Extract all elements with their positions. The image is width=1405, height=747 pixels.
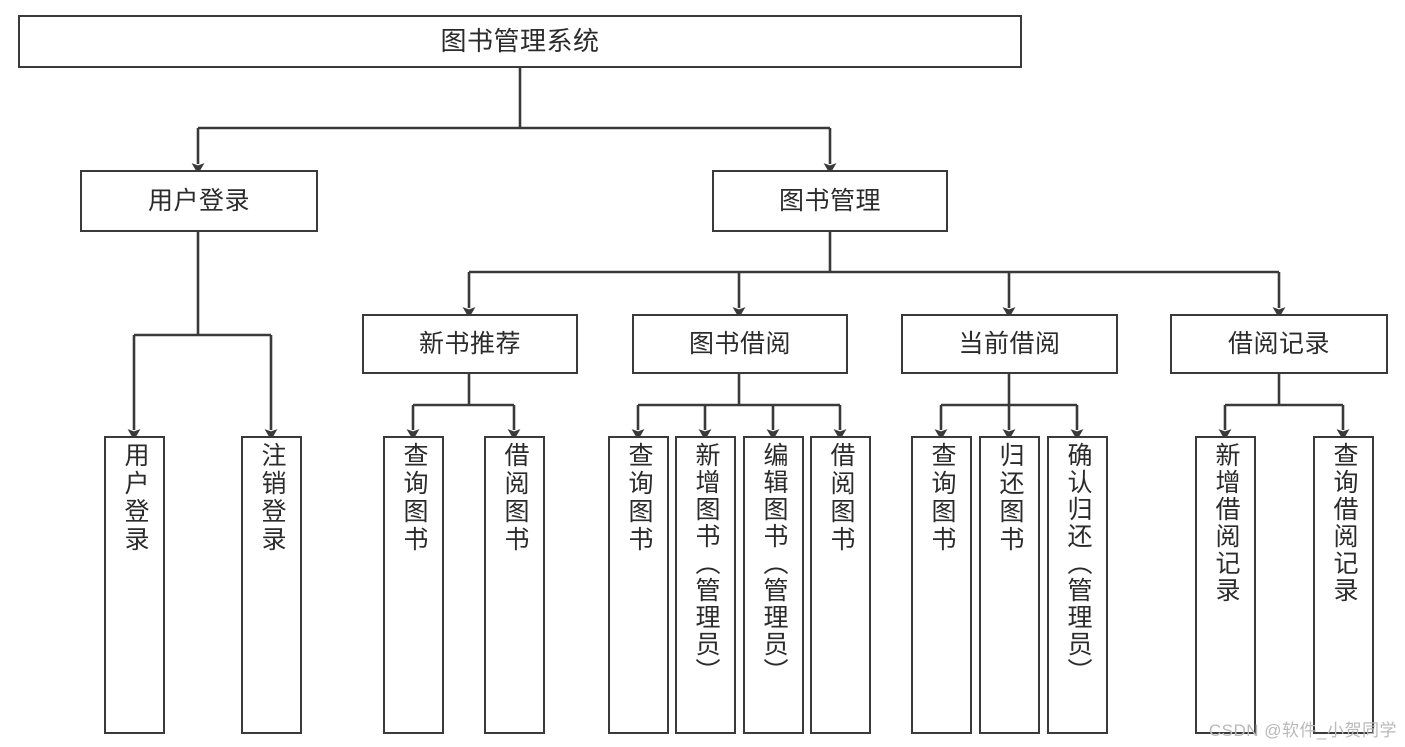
node-book-borrow-label: 图书借阅 <box>688 329 791 358</box>
node-leaf-edit-book[interactable]: 编辑图书（管理员） <box>743 436 804 734</box>
node-leaf-borrow-book-2-label: 借阅图书 <box>827 442 855 554</box>
node-leaf-borrow-book-1[interactable]: 借阅图书 <box>484 436 545 734</box>
node-leaf-query-book-2[interactable]: 查询图书 <box>608 436 669 734</box>
node-new-book-recommend[interactable]: 新书推荐 <box>362 314 578 374</box>
node-book-manage-label: 图书管理 <box>778 186 881 215</box>
node-borrow-record[interactable]: 借阅记录 <box>1170 314 1388 374</box>
node-leaf-borrow-book-1-label: 借阅图书 <box>501 442 529 554</box>
node-leaf-return-book[interactable]: 归还图书 <box>979 436 1040 734</box>
node-leaf-query-book-2-label: 查询图书 <box>625 442 653 554</box>
node-leaf-user-login-label: 用户登录 <box>121 442 149 554</box>
node-borrow-record-label: 借阅记录 <box>1227 329 1330 358</box>
node-leaf-query-book-1-label: 查询图书 <box>400 442 428 554</box>
node-leaf-user-logout-label: 注销登录 <box>258 442 286 554</box>
node-leaf-query-book-3[interactable]: 查询图书 <box>911 436 972 734</box>
node-user-login[interactable]: 用户登录 <box>80 170 318 232</box>
node-new-book-recommend-label: 新书推荐 <box>418 329 521 358</box>
node-leaf-add-book-label: 新增图书（管理员） <box>692 442 720 685</box>
node-root[interactable]: 图书管理系统 <box>18 15 1022 68</box>
node-leaf-user-login[interactable]: 用户登录 <box>104 436 165 734</box>
node-leaf-edit-book-label: 编辑图书（管理员） <box>760 442 788 685</box>
node-leaf-add-record-label: 新增借阅记录 <box>1212 442 1240 604</box>
node-leaf-query-book-3-label: 查询图书 <box>928 442 956 554</box>
node-leaf-query-book-1[interactable]: 查询图书 <box>383 436 444 734</box>
node-leaf-return-book-label: 归还图书 <box>996 442 1024 554</box>
csdn-watermark: CSDN @软件_小贺同学 <box>1208 721 1397 740</box>
node-leaf-confirm-return[interactable]: 确认归还（管理员） <box>1047 436 1108 734</box>
node-current-borrow-label: 当前借阅 <box>958 329 1061 358</box>
node-current-borrow[interactable]: 当前借阅 <box>901 314 1118 374</box>
node-book-manage[interactable]: 图书管理 <box>712 170 948 232</box>
node-book-borrow[interactable]: 图书借阅 <box>632 314 848 374</box>
node-leaf-query-record-label: 查询借阅记录 <box>1330 442 1358 604</box>
node-leaf-add-book[interactable]: 新增图书（管理员） <box>675 436 736 734</box>
node-leaf-borrow-book-2[interactable]: 借阅图书 <box>810 436 871 734</box>
node-leaf-add-record[interactable]: 新增借阅记录 <box>1195 436 1256 734</box>
node-leaf-confirm-return-label: 确认归还（管理员） <box>1064 442 1092 685</box>
node-leaf-user-logout[interactable]: 注销登录 <box>241 436 302 734</box>
node-root-label: 图书管理系统 <box>440 26 600 57</box>
node-leaf-query-record[interactable]: 查询借阅记录 <box>1313 436 1374 734</box>
node-user-login-label: 用户登录 <box>147 186 250 215</box>
